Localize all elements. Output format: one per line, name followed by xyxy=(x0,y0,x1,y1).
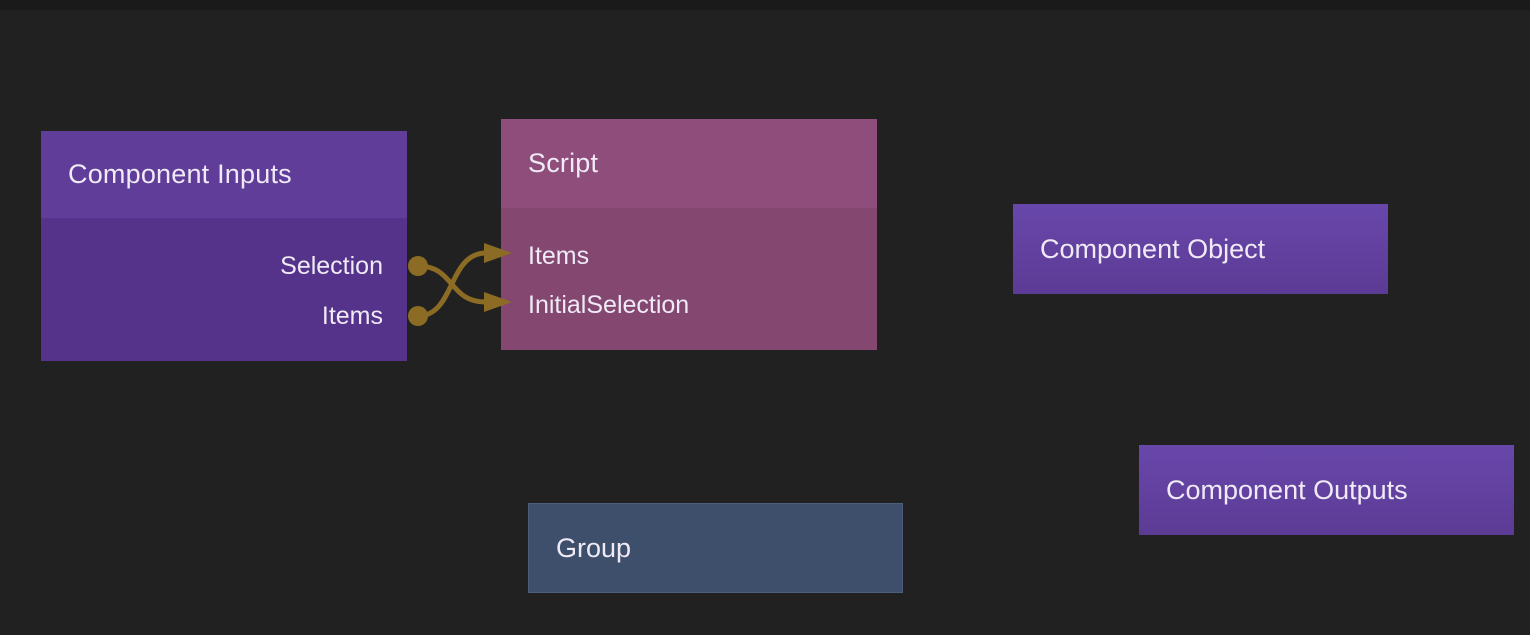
canvas-top-bar xyxy=(0,0,1530,10)
node-title: Group xyxy=(556,532,632,563)
wire-items-to-items[interactable] xyxy=(417,250,487,319)
node-script[interactable]: Script Items InitialSelection xyxy=(501,119,877,350)
node-component-inputs[interactable]: Component Inputs Selection Items xyxy=(41,131,407,361)
node-group[interactable]: Group xyxy=(528,503,903,593)
node-title: Component Outputs xyxy=(1166,474,1408,505)
output-port-selection[interactable]: Selection xyxy=(280,246,383,286)
port-label: InitialSelection xyxy=(528,291,690,319)
port-dot-items-output[interactable] xyxy=(408,306,428,326)
port-dot-selection-output[interactable] xyxy=(408,256,428,276)
node-title: Script xyxy=(528,148,599,178)
node-component-inputs-body: Selection Items xyxy=(41,218,407,361)
node-script-header[interactable]: Script xyxy=(501,119,877,208)
node-script-body: Items InitialSelection xyxy=(501,208,877,350)
node-title: Component Object xyxy=(1040,233,1266,264)
port-label: Selection xyxy=(280,252,383,280)
port-label: Items xyxy=(528,242,590,270)
input-port-items[interactable]: Items xyxy=(528,236,589,276)
node-component-object[interactable]: Component Object xyxy=(1013,204,1388,294)
input-port-initialselection[interactable]: InitialSelection xyxy=(528,285,689,325)
node-component-inputs-header[interactable]: Component Inputs xyxy=(41,131,407,218)
output-port-items[interactable]: Items xyxy=(322,296,383,336)
wire-selection-to-initialselection[interactable] xyxy=(417,263,487,305)
node-component-outputs[interactable]: Component Outputs xyxy=(1139,445,1514,535)
port-label: Items xyxy=(321,302,383,330)
node-title: Component Inputs xyxy=(68,159,292,189)
